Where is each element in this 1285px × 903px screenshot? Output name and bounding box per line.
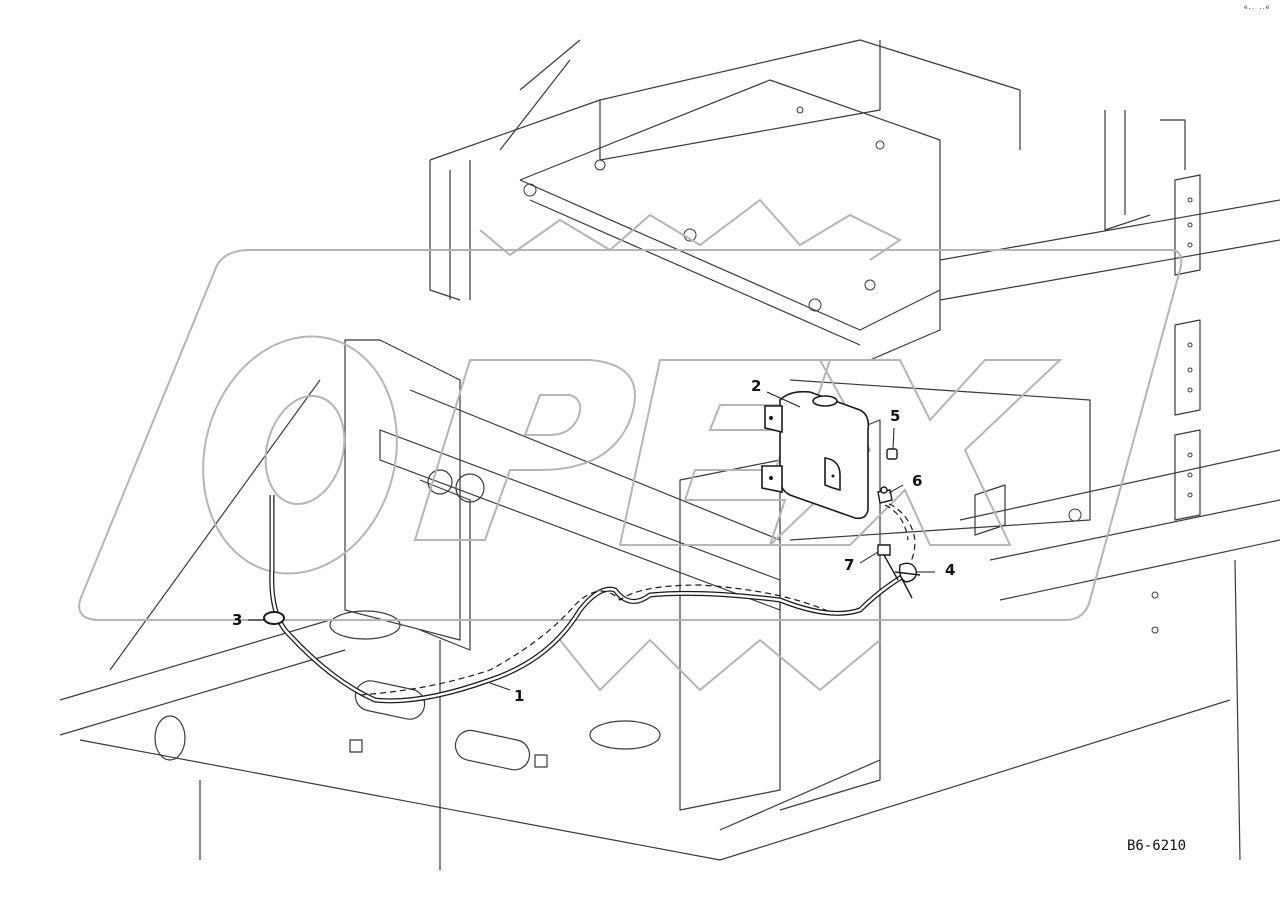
washer-tank (761, 390, 870, 520)
screw-7 (877, 544, 891, 556)
leader-lines (248, 391, 935, 691)
frame-cutouts (154, 469, 661, 771)
callout-5: 5 (890, 407, 901, 425)
callout-4: 4 (945, 561, 956, 579)
hose-outer (269, 495, 907, 704)
grommet (263, 611, 285, 625)
corner-mark: e.. ..e (1244, 4, 1270, 11)
washer-hose (263, 495, 916, 704)
callout-3: 3 (232, 611, 243, 629)
side-plate (59, 339, 1231, 870)
callout-7: 7 (844, 556, 855, 574)
bolt-5 (886, 448, 898, 460)
watermark-logo (78, 198, 1183, 692)
hardware-parts (877, 448, 921, 599)
drawing-code: B6-6210 (1127, 838, 1187, 854)
callout-2: 2 (751, 377, 762, 395)
callout-1: 1 (514, 687, 525, 705)
machine-frame (429, 39, 1281, 861)
callout-6: 6 (912, 472, 923, 490)
